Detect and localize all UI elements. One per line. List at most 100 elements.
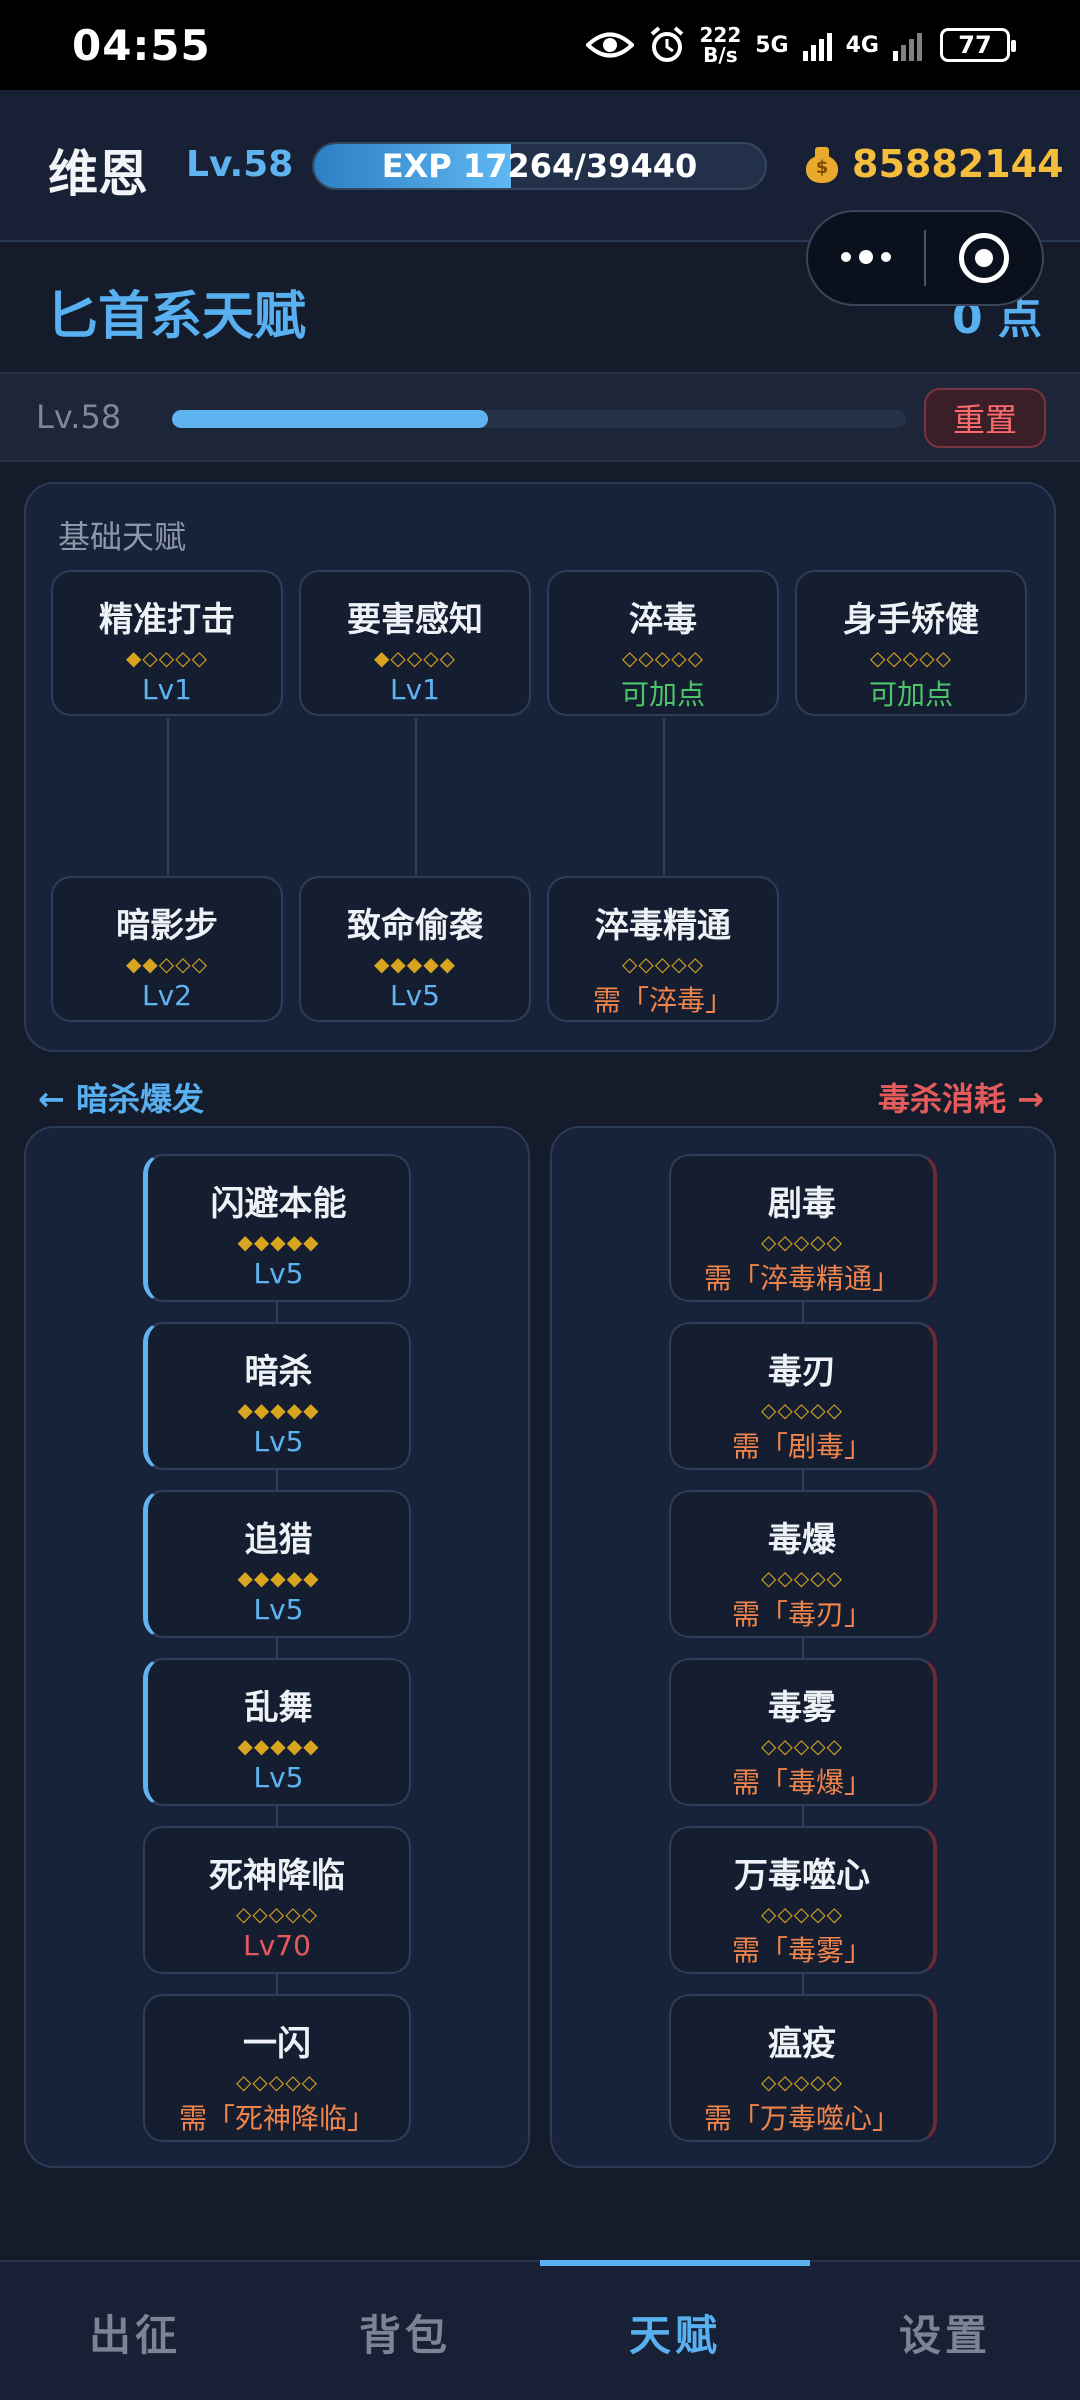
clock: 04:55 [72,20,211,70]
connector-line [276,1300,278,2000]
talent-node-myriad-venom[interactable]: 万毒噬心 ◇◇◇◇◇ 需「毒雾」 [669,1826,937,1974]
tab-settings[interactable]: 设置 [898,2310,991,2360]
talent-name: 一闪 [243,2024,311,2064]
talent-name: 闪避本能 [210,1184,347,1224]
talent-node-vital-sense[interactable]: 要害感知 ◆◇◇◇◇ Lv1 [299,570,531,716]
talent-name: 毒爆 [768,1520,836,1560]
basic-talents-label: 基础天赋 [58,518,187,556]
capsule-divider [924,230,926,286]
talent-status: Lv5 [253,1425,304,1458]
talent-node-deadly-poison[interactable]: 剧毒 ◇◇◇◇◇ 需「淬毒精通」 [669,1154,937,1302]
talent-node-plague[interactable]: 瘟疫 ◇◇◇◇◇ 需「万毒噬心」 [669,1994,937,2142]
tab-backpack[interactable]: 背包 [358,2310,451,2360]
talent-level-bar [172,410,906,428]
talent-status: 需「毒雾」 [731,1934,872,1967]
talent-status: 需「淬毒精通」 [703,1262,900,1295]
signal-4g-icon [893,29,922,61]
net-speed-value: 222 [699,23,742,47]
talent-status: 可加点 [620,678,705,711]
connector-line [663,718,665,878]
talent-name: 毒刃 [768,1352,836,1392]
talent-node-shadow-step[interactable]: 暗影步 ◆◆◇◇◇ Lv2 [51,876,283,1022]
more-icon[interactable] [808,250,924,264]
talent-name: 身手矫健 [843,600,979,640]
talent-node-hunt[interactable]: 追猎 ◆◆◆◆◆ Lv5 [143,1490,411,1638]
talent-status: Lv5 [253,1593,304,1626]
connector-line [415,718,417,878]
miniprogram-capsule [806,210,1044,306]
net-speed: 222 B/s [700,25,742,65]
talent-status: 需「万毒噬心」 [703,2102,900,2135]
talent-name: 淬毒 [629,600,697,640]
talent-node-poison-burst[interactable]: 毒爆 ◇◇◇◇◇ 需「毒刃」 [669,1490,937,1638]
exp-bar-fill [314,144,512,188]
talent-status: 需「毒刃」 [731,1598,872,1631]
exp-bar: EXP 17264/39440 [312,142,767,190]
talent-stars: ◇◇◇◇◇ [761,1734,843,1758]
talent-level-bar-fill [172,410,488,428]
battery-icon: 77 [940,28,1016,62]
talent-stars: ◆◇◇◇◇ [374,646,456,670]
talent-status: Lv1 [142,673,192,706]
talent-status: 需「死神降临」 [178,2102,375,2135]
talent-name: 万毒噬心 [734,1856,870,1896]
talent-name: 淬毒精通 [595,906,731,946]
player-level: Lv.58 [186,144,294,185]
talent-node-poison-mastery[interactable]: 淬毒精通 ◇◇◇◇◇ 需「淬毒」 [547,876,779,1022]
talent-node-precise-strike[interactable]: 精准打击 ◆◇◇◇◇ Lv1 [51,570,283,716]
gold-amount: 85882144 [852,142,1064,186]
status-icons: 222 B/s 5G 4G 77 [585,25,1016,65]
talent-status: Lv2 [142,979,192,1012]
network-5g-label: 5G [755,32,789,58]
tab-expedition[interactable]: 出征 [88,2310,181,2360]
battery-level: 77 [958,31,992,59]
talent-node-flash[interactable]: 一闪 ◇◇◇◇◇ 需「死神降临」 [143,1994,411,2142]
talent-node-poison-fog[interactable]: 毒雾 ◇◇◇◇◇ 需「毒爆」 [669,1658,937,1806]
money-bag-icon: $ [804,145,840,183]
talent-name: 要害感知 [347,600,483,640]
network-4g-label: 4G [845,32,879,58]
eye-icon [585,32,634,58]
talent-node-wild-dance[interactable]: 乱舞 ◆◆◆◆◆ Lv5 [143,1658,411,1806]
talent-node-assassinate[interactable]: 暗杀 ◆◆◆◆◆ Lv5 [143,1322,411,1470]
talent-status: Lv70 [243,1929,311,1962]
talent-stars: ◇◇◇◇◇ [761,1902,843,1926]
talent-node-dodge-instinct[interactable]: 闪避本能 ◆◆◆◆◆ Lv5 [143,1154,411,1302]
branch-right-label: 毒杀消耗 → [878,1080,1044,1118]
talent-status: 需「剧毒」 [731,1430,872,1463]
exp-text: EXP 17264/39440 [381,147,698,185]
bottom-nav: 出征 背包 天赋 设置 [0,2260,1080,2400]
branch-left-label: ← 暗杀爆发 [38,1080,204,1118]
talent-stars: ◇◇◇◇◇ [761,1230,843,1254]
talent-stars: ◇◇◇◇◇ [870,646,952,670]
talent-name: 瘟疫 [768,2024,836,2064]
status-bar: 04:55 222 B/s 5G 4G 77 [0,0,1080,90]
gold-display: $ 85882144 [804,142,1064,186]
talent-node-death-descends[interactable]: 死神降临 ◇◇◇◇◇ Lv70 [143,1826,411,1974]
talent-status: Lv5 [253,1257,304,1290]
player-name: 维恩 [48,145,148,203]
talent-node-poison[interactable]: 淬毒 ◇◇◇◇◇ 可加点 [547,570,779,716]
talent-level-label: Lv.58 [36,398,122,436]
tab-talents[interactable]: 天赋 [540,2260,810,2400]
talent-stars: ◆◆◆◆◆ [237,1230,320,1254]
talent-stars: ◇◇◇◇◇ [236,2070,318,2094]
talent-stars: ◇◇◇◇◇ [761,2070,843,2094]
talent-name: 死神降临 [209,1856,345,1896]
talent-node-deadly-ambush[interactable]: 致命偷袭 ◆◆◆◆◆ Lv5 [299,876,531,1022]
talent-name: 暗影步 [116,906,218,946]
talent-status: Lv5 [253,1761,304,1794]
page-title: 匕首系天赋 [46,287,307,347]
talent-stars: ◆◆◆◆◆ [237,1734,320,1758]
close-miniprogram-icon[interactable] [926,233,1042,283]
reset-button[interactable]: 重置 [924,388,1046,448]
talent-stars: ◆◇◇◇◇ [126,646,208,670]
talent-name: 乱舞 [244,1688,313,1728]
talent-node-agility[interactable]: 身手矫健 ◇◇◇◇◇ 可加点 [795,570,1027,716]
talent-status: Lv1 [390,673,440,706]
net-speed-unit: B/s [703,43,738,67]
talent-node-poison-blade[interactable]: 毒刃 ◇◇◇◇◇ 需「剧毒」 [669,1322,937,1470]
talent-stars: ◆◆◆◆◆ [374,952,456,976]
talent-stars: ◇◇◇◇◇ [622,952,704,976]
talent-stars: ◇◇◇◇◇ [761,1566,843,1590]
